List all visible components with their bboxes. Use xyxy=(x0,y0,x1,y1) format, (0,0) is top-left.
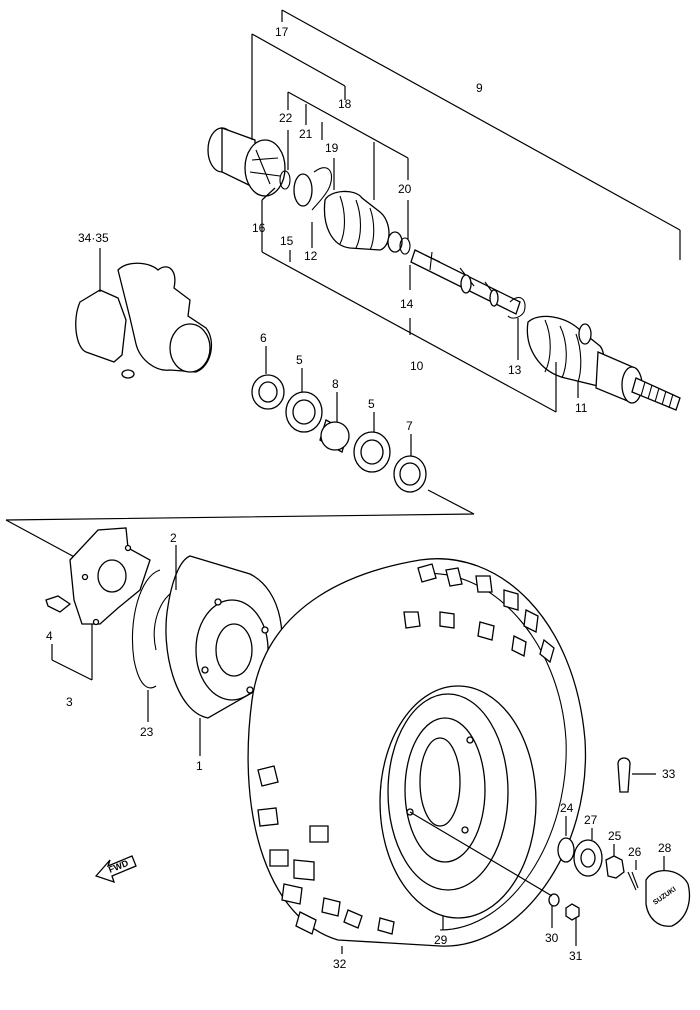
part-labels: 17 9 18 22 21 19 20 16 15 12 34·35 14 6 … xyxy=(46,25,676,971)
label-21: 21 xyxy=(299,127,313,141)
label-28: 28 xyxy=(658,841,672,855)
shaft-splines xyxy=(424,251,499,301)
label-5a: 5 xyxy=(296,353,303,367)
label-25: 25 xyxy=(608,829,622,843)
label-27: 27 xyxy=(584,813,598,827)
castle-nut-25 xyxy=(605,855,625,879)
cv-cage-lines xyxy=(249,149,281,185)
label-20: 20 xyxy=(398,182,412,196)
label-12: 12 xyxy=(304,249,318,263)
inner-boot-folds xyxy=(339,195,375,251)
label-16: 16 xyxy=(252,221,266,235)
rim-hub-bore xyxy=(419,737,461,827)
outer-splines xyxy=(640,381,674,409)
fwd-arrow-icon: FWD xyxy=(94,855,137,884)
label-26: 26 xyxy=(628,845,642,859)
label-19: 19 xyxy=(325,141,339,155)
label-1: 1 xyxy=(196,759,203,773)
label-15: 15 xyxy=(280,234,294,248)
hub-callouts xyxy=(51,545,201,756)
hub-cap-28 xyxy=(645,870,691,927)
shaft-callouts xyxy=(251,9,681,413)
axle-nut-parts xyxy=(341,811,691,954)
snap-ring-22 xyxy=(279,170,291,190)
hub-spline-bore xyxy=(97,559,127,593)
hub-group xyxy=(45,527,283,719)
valve-stem-33 xyxy=(617,757,656,793)
label-33: 33 xyxy=(662,767,676,781)
boot-clamp-13 xyxy=(507,297,526,319)
label-31: 31 xyxy=(569,949,583,963)
label-3: 3 xyxy=(66,695,73,709)
washer-30 xyxy=(548,893,560,907)
knuckle-bore xyxy=(169,323,211,373)
label-18: 18 xyxy=(338,97,352,111)
label-9: 9 xyxy=(476,81,483,95)
label-32: 32 xyxy=(333,957,347,971)
wheel-assembly xyxy=(247,558,587,947)
knuckle-cover-group xyxy=(75,248,213,379)
label-8: 8 xyxy=(332,377,339,391)
boot-band-20b xyxy=(399,237,411,255)
label-5b: 5 xyxy=(368,397,375,411)
label-30: 30 xyxy=(545,931,559,945)
label-22: 22 xyxy=(279,111,293,125)
label-34-35: 34·35 xyxy=(78,231,109,245)
label-17: 17 xyxy=(275,25,289,39)
label-29: 29 xyxy=(434,933,448,947)
label-24: 24 xyxy=(560,801,574,815)
cotter-pin-26 xyxy=(627,871,639,891)
cover-tab xyxy=(121,369,135,379)
assembly-guide-line xyxy=(5,489,475,521)
boot-clamp-21 xyxy=(311,167,332,211)
label-2: 2 xyxy=(170,531,177,545)
cv-cup-rim xyxy=(244,139,286,197)
shaft-collar xyxy=(460,274,472,294)
hub-bolt-4 xyxy=(45,595,72,613)
washer-24 xyxy=(557,837,575,863)
drive-shaft-assembly xyxy=(207,127,681,411)
label-11: 11 xyxy=(575,401,588,415)
label-7: 7 xyxy=(406,419,413,433)
spacer-8 xyxy=(320,421,350,451)
label-13: 13 xyxy=(508,363,522,377)
shaft-collar-2 xyxy=(489,289,499,307)
boot-band-outer xyxy=(578,323,592,345)
gasket-23 xyxy=(131,569,161,689)
bearing-set xyxy=(251,346,427,493)
nut-31 xyxy=(565,903,580,921)
label-14: 14 xyxy=(400,297,414,311)
cover-plate xyxy=(75,289,127,363)
drum-bore xyxy=(215,623,253,677)
label-4: 4 xyxy=(46,629,53,643)
label-6: 6 xyxy=(260,331,267,345)
outer-boot-folds xyxy=(544,319,582,383)
inner-race xyxy=(293,173,313,207)
inner-boot xyxy=(323,190,390,251)
label-23: 23 xyxy=(140,725,154,739)
boot-band-20 xyxy=(387,231,403,253)
label-10: 10 xyxy=(410,359,424,373)
